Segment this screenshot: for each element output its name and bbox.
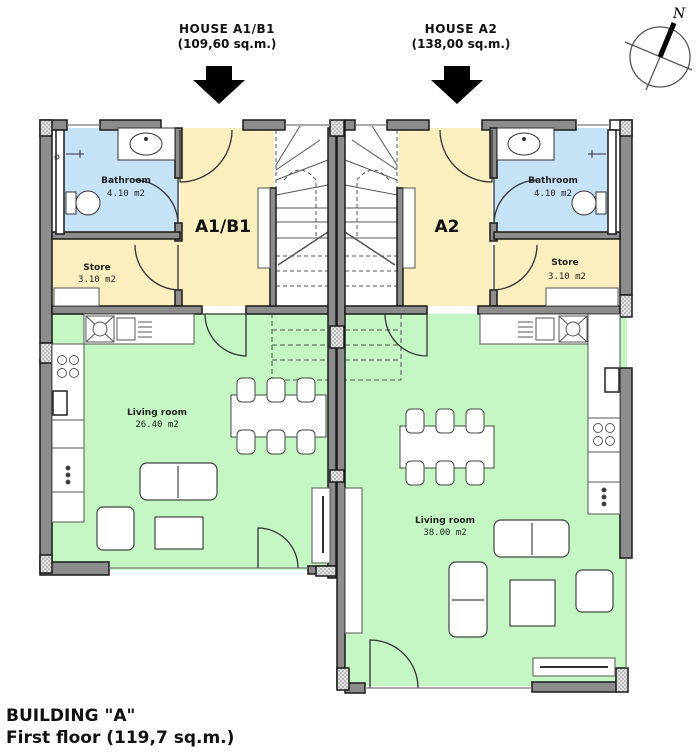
a2-store-area: 3.10 m2: [548, 272, 586, 282]
a2-staircase: [345, 128, 397, 306]
a2-sideboard: [344, 487, 363, 634]
a1-coffee-table: [154, 516, 204, 550]
house-a2-title: HOUSE A2: [424, 22, 498, 36]
a1-store-area: 3.10 m2: [78, 275, 116, 285]
a1-hall-cabinet: [257, 187, 271, 269]
floor-title: First floor (119,7 sq.m.): [6, 728, 235, 748]
a2-bathroom-fixtures: [496, 127, 607, 216]
a2-sink-icon: [507, 132, 541, 156]
entrance-arrow-a1b1-icon: [193, 66, 245, 104]
a1-staircase: [276, 128, 328, 306]
a1-lounge-set: [96, 462, 218, 551]
a2-armchair: [575, 569, 614, 613]
a2-entrance-door: [439, 129, 493, 183]
a2-bathroom-name: Bathroom: [528, 176, 578, 186]
north-compass-icon: N: [624, 6, 693, 91]
building-caption: BUILDING "A" First floor (119,7 sq.m.): [6, 705, 234, 749]
a1-bathroom-name: Bathroom: [101, 176, 151, 186]
house-a1b1-label: HOUSE A1/B1 (109,60 sq.m.): [147, 22, 307, 52]
entrance-arrow-a2-icon: [431, 66, 483, 104]
a1-sink-kitchen-icon: [116, 317, 136, 341]
a2-oven-icon: [604, 367, 620, 393]
a2-lounge-set: [448, 519, 614, 638]
a1-sink-icon: [129, 132, 163, 156]
a1-kitchen: [51, 313, 195, 523]
windows: [67, 124, 627, 689]
a1-living-floor: [52, 314, 330, 570]
a1-living-name: Living room: [127, 408, 187, 418]
house-a1b1-area: (109,60 sq.m.): [177, 37, 277, 51]
a1-store-name: Store: [83, 263, 111, 273]
a1-armchair: [96, 506, 135, 551]
house-a1b1-title: HOUSE A1/B1: [178, 22, 276, 36]
a2-dining-set: [399, 408, 495, 486]
a1-bathroom-fixtures: [54, 127, 176, 216]
a2-store-shelf: [545, 287, 619, 307]
a1-store-shelf: [53, 287, 100, 307]
a2-living-area: 38.00 m2: [423, 528, 466, 538]
a2-unit-label: A2: [435, 217, 460, 237]
a2-living-name: Living room: [415, 516, 475, 526]
a1-bathroom-area: 4.10 m2: [107, 189, 145, 199]
a2-toilet-icon: [571, 190, 597, 216]
house-a2-area: (138,00 sq.m.): [411, 37, 511, 51]
a1-living-area: 26.40 m2: [135, 420, 178, 430]
columns: [39, 119, 633, 693]
compass-label: N: [672, 6, 686, 22]
building-title: BUILDING "A": [6, 706, 136, 726]
a1b1-unit-label: A1/B1: [195, 217, 251, 237]
a2-kitchen: [479, 313, 621, 515]
a2-coffee-table: [509, 579, 556, 627]
doors: [134, 129, 538, 689]
a1-tv-unit: [311, 487, 331, 564]
a1-hob-icon: [57, 355, 67, 365]
a2-store-name: Store: [551, 258, 579, 268]
a1-entrance-door: [179, 129, 233, 183]
a1-dining-set: [230, 377, 327, 455]
a2-hall-cabinet: [402, 187, 416, 269]
a2-hob-icon: [593, 423, 603, 433]
a1-toilet-icon: [75, 190, 101, 216]
a2-bathroom-area: 4.10 m2: [534, 189, 572, 199]
house-a2-label: HOUSE A2 (138,00 sq.m.): [381, 22, 541, 52]
a2-sink-kitchen-icon: [535, 317, 555, 341]
a1-oven-icon: [52, 390, 68, 416]
